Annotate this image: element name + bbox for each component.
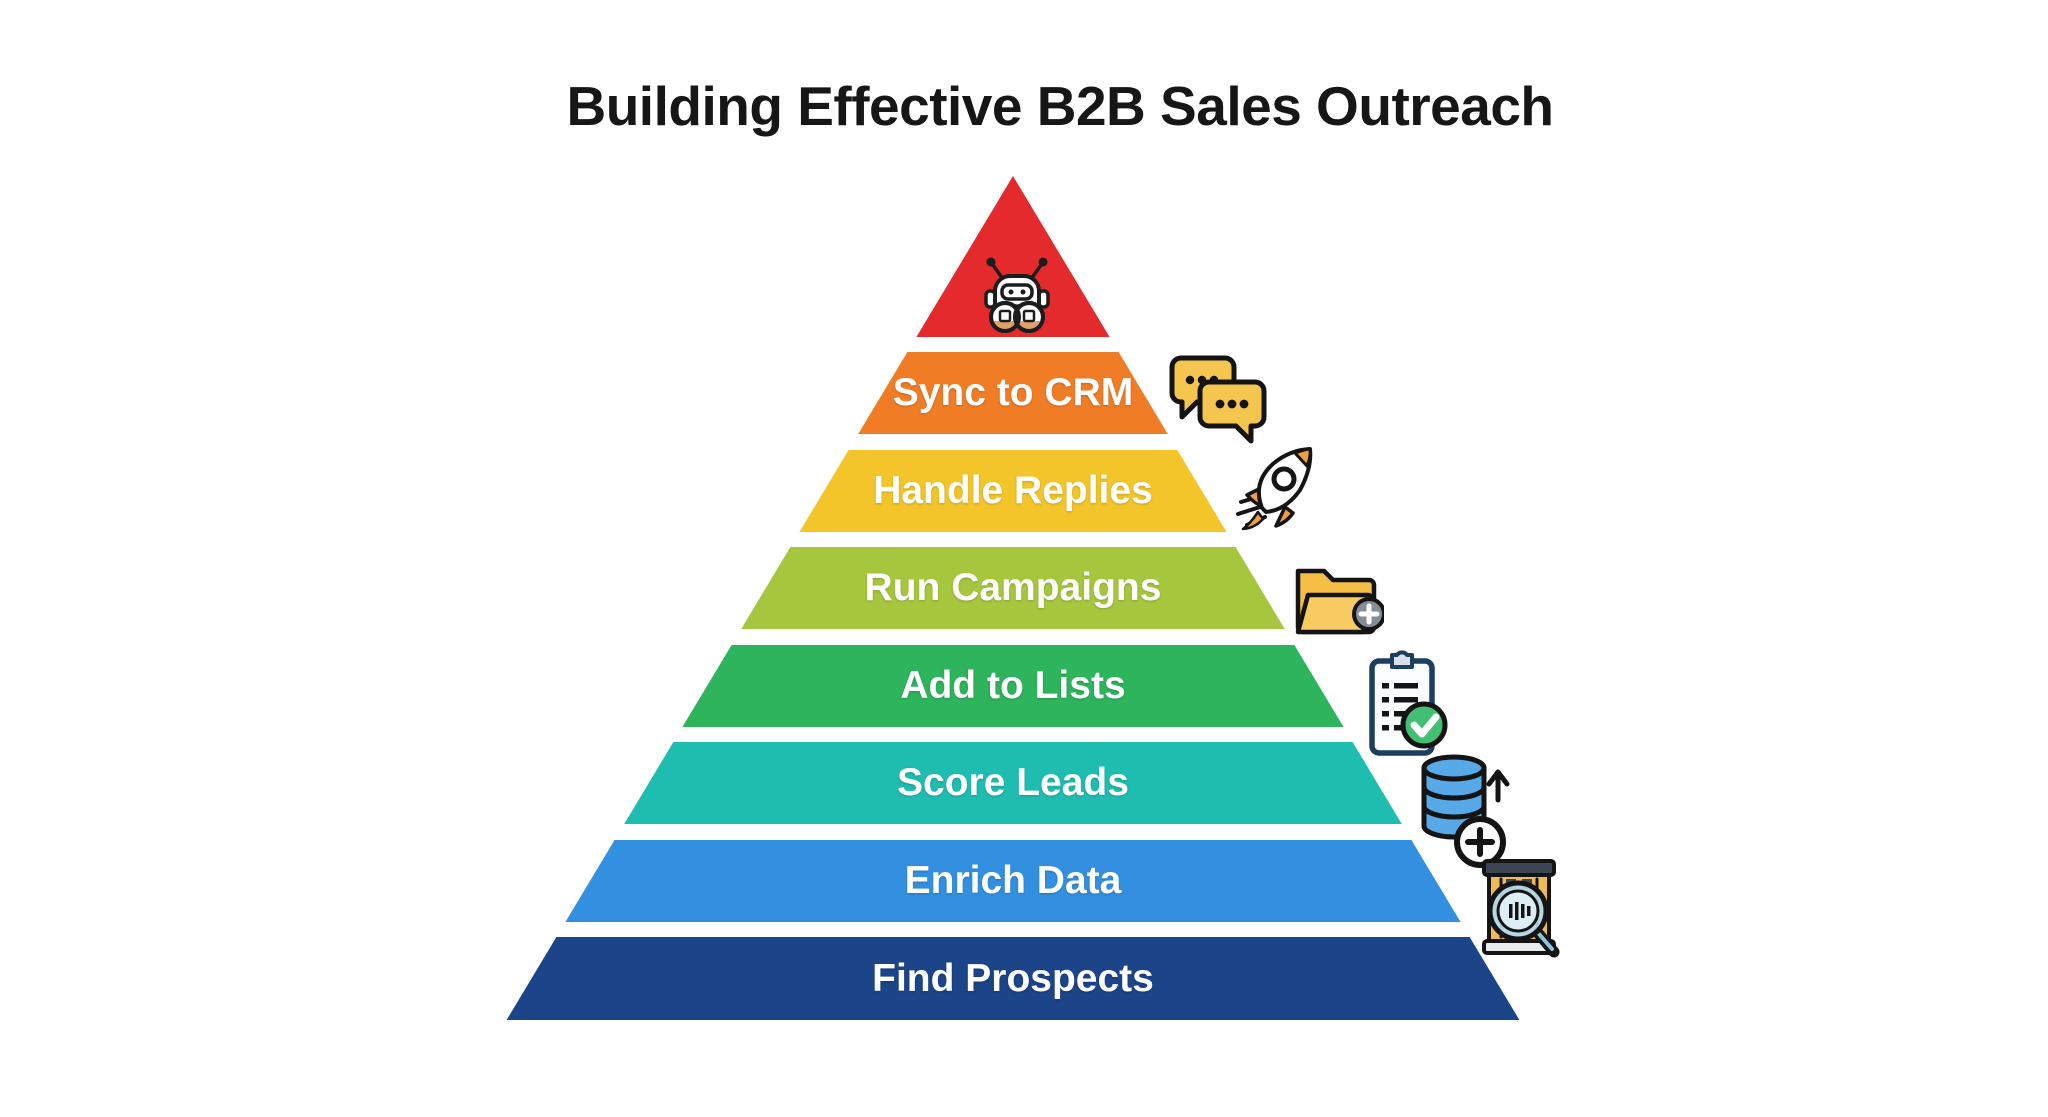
robot-icon xyxy=(978,246,1056,336)
company-search-icon xyxy=(1476,855,1566,973)
level-label: Score Leads xyxy=(897,761,1129,804)
database-add-icon xyxy=(1414,748,1510,870)
level-label: Find Prospects xyxy=(872,956,1154,1000)
pyramid-level-run-campaigns: Run Campaigns xyxy=(741,547,1285,629)
clipboard-check-icon xyxy=(1364,645,1448,763)
folder-add-icon xyxy=(1292,551,1384,641)
rocket-icon xyxy=(1234,446,1318,538)
level-label: Sync to CRM xyxy=(892,371,1134,414)
pyramid-level-handle-replies: Handle Replies xyxy=(799,450,1227,532)
pyramid-level-enrich-data: Enrich Data xyxy=(565,840,1461,922)
page-title: Building Effective B2B Sales Outreach xyxy=(566,75,1554,137)
level-label: Add to Lists xyxy=(900,664,1126,707)
pyramid-level-find-prospects: Find Prospects xyxy=(506,937,1520,1020)
level-label: Enrich Data xyxy=(904,859,1122,902)
level-label: Run Campaigns xyxy=(864,566,1162,609)
level-label: Handle Replies xyxy=(873,469,1153,512)
pyramid-level-sync-to-crm: Sync to CRM xyxy=(858,352,1168,434)
pyramid-level-add-to-lists: Add to Lists xyxy=(682,645,1344,727)
chat-bubbles-icon xyxy=(1163,350,1267,446)
pyramid-level-score-leads: Score Leads xyxy=(624,742,1402,824)
